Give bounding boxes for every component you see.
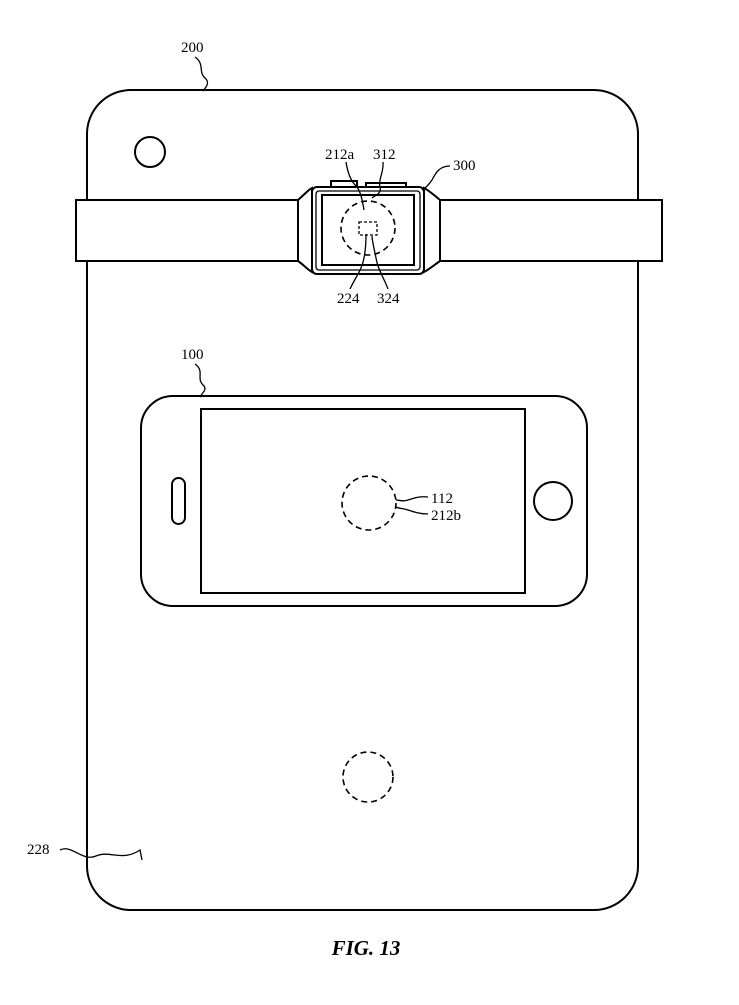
label-212b: 212b [431,508,461,524]
leader-300 [422,166,450,190]
figure-caption: FIG. 13 [331,936,401,960]
label-228: 228 [27,842,50,858]
phone-screen [201,409,525,593]
watch-case [312,187,424,274]
label-212a: 212a [325,147,355,163]
leader-228 [60,849,142,860]
watch-lug-right [424,188,440,272]
leader-100 [195,364,205,397]
label-200: 200 [181,40,204,56]
label-324: 324 [377,291,400,307]
phone-body [141,396,587,606]
label-312: 312 [373,147,396,163]
leader-212b [396,507,428,514]
leader-112 [396,497,428,501]
watch-lug-left [298,188,312,272]
label-300: 300 [453,158,476,174]
phone-speaker [172,478,185,524]
phone-coil-dashed [342,476,396,530]
label-100: 100 [181,347,204,363]
leader-200 [195,57,208,91]
tablet-coil-dashed [343,752,393,802]
label-112: 112 [431,491,453,507]
tablet-camera-icon [135,137,165,167]
phone-home-button [534,482,572,520]
label-224: 224 [337,291,360,307]
